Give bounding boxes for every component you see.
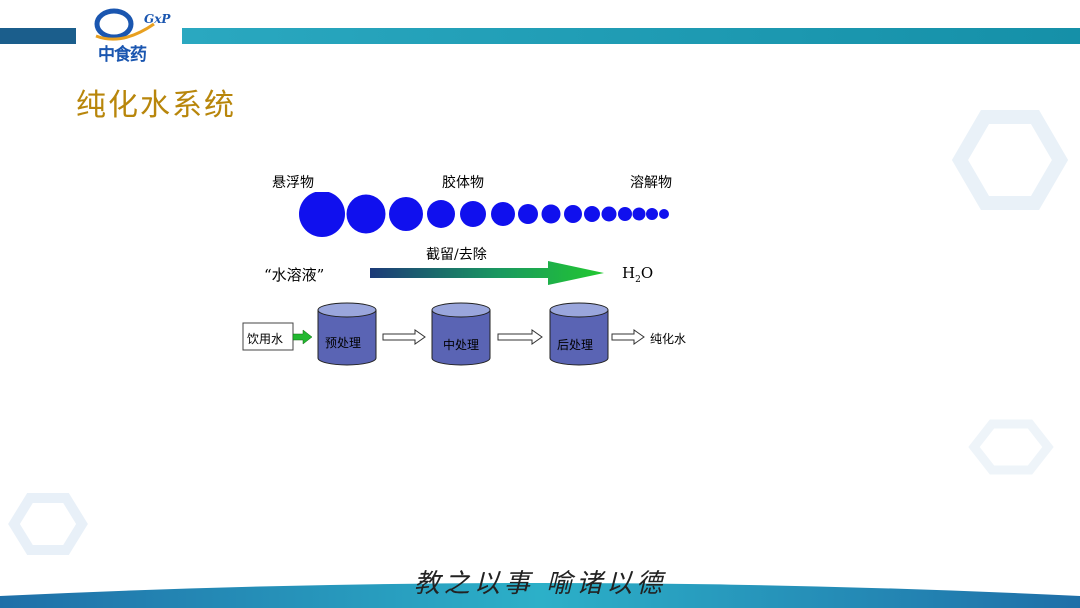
particle bbox=[299, 192, 345, 237]
hexagon-decoration bbox=[974, 424, 1048, 470]
process-flow bbox=[240, 300, 700, 370]
input-label: “水溶液” bbox=[264, 264, 324, 285]
particle bbox=[347, 195, 386, 234]
output-label-h: H bbox=[622, 264, 635, 282]
hollow-arrow bbox=[612, 330, 644, 344]
slide-title: 纯化水系统 bbox=[76, 80, 236, 124]
label-dissolved: 溶解物 bbox=[630, 172, 672, 192]
footer-motto: 教之以事 喻诸以德 bbox=[0, 563, 1080, 600]
particle bbox=[460, 201, 486, 227]
stage-label-pretreatment: 预处理 bbox=[325, 334, 361, 351]
particles bbox=[299, 192, 669, 237]
hexagon-decoration bbox=[14, 498, 82, 550]
gradient-arrow bbox=[370, 260, 606, 286]
label-colloid: 胶体物 bbox=[442, 172, 484, 192]
header-bar-right bbox=[182, 28, 1080, 44]
particle bbox=[518, 204, 538, 224]
particle bbox=[659, 209, 669, 219]
hollow-arrow bbox=[383, 330, 425, 344]
particle bbox=[564, 205, 582, 223]
hollow-arrow bbox=[498, 330, 542, 344]
particle bbox=[646, 208, 658, 220]
result-label: 纯化水 bbox=[650, 330, 686, 347]
particle bbox=[389, 197, 423, 231]
hexagon-decoration bbox=[960, 117, 1060, 203]
particle bbox=[491, 202, 515, 226]
source-arrow bbox=[293, 330, 312, 344]
particle bbox=[602, 207, 617, 222]
output-label-o: O bbox=[641, 264, 653, 282]
tank-midtreatment bbox=[432, 303, 490, 365]
source-label: 饮用水 bbox=[247, 330, 283, 347]
tank-posttreatment bbox=[550, 303, 608, 365]
logo-brand-text: 中食药 bbox=[98, 40, 146, 65]
output-label: H2O bbox=[622, 264, 653, 285]
particle bbox=[427, 200, 455, 228]
stage-label-midtreatment: 中处理 bbox=[443, 336, 479, 353]
logo-gxp-text: GxP bbox=[144, 12, 170, 26]
particle-sequence bbox=[290, 192, 680, 238]
label-suspended: 悬浮物 bbox=[272, 172, 314, 192]
particle bbox=[633, 208, 646, 221]
stage-label-posttreatment: 后处理 bbox=[557, 336, 593, 353]
particle bbox=[584, 206, 600, 222]
particle bbox=[618, 207, 632, 221]
particle bbox=[542, 205, 561, 224]
header-bar-left bbox=[0, 28, 76, 44]
